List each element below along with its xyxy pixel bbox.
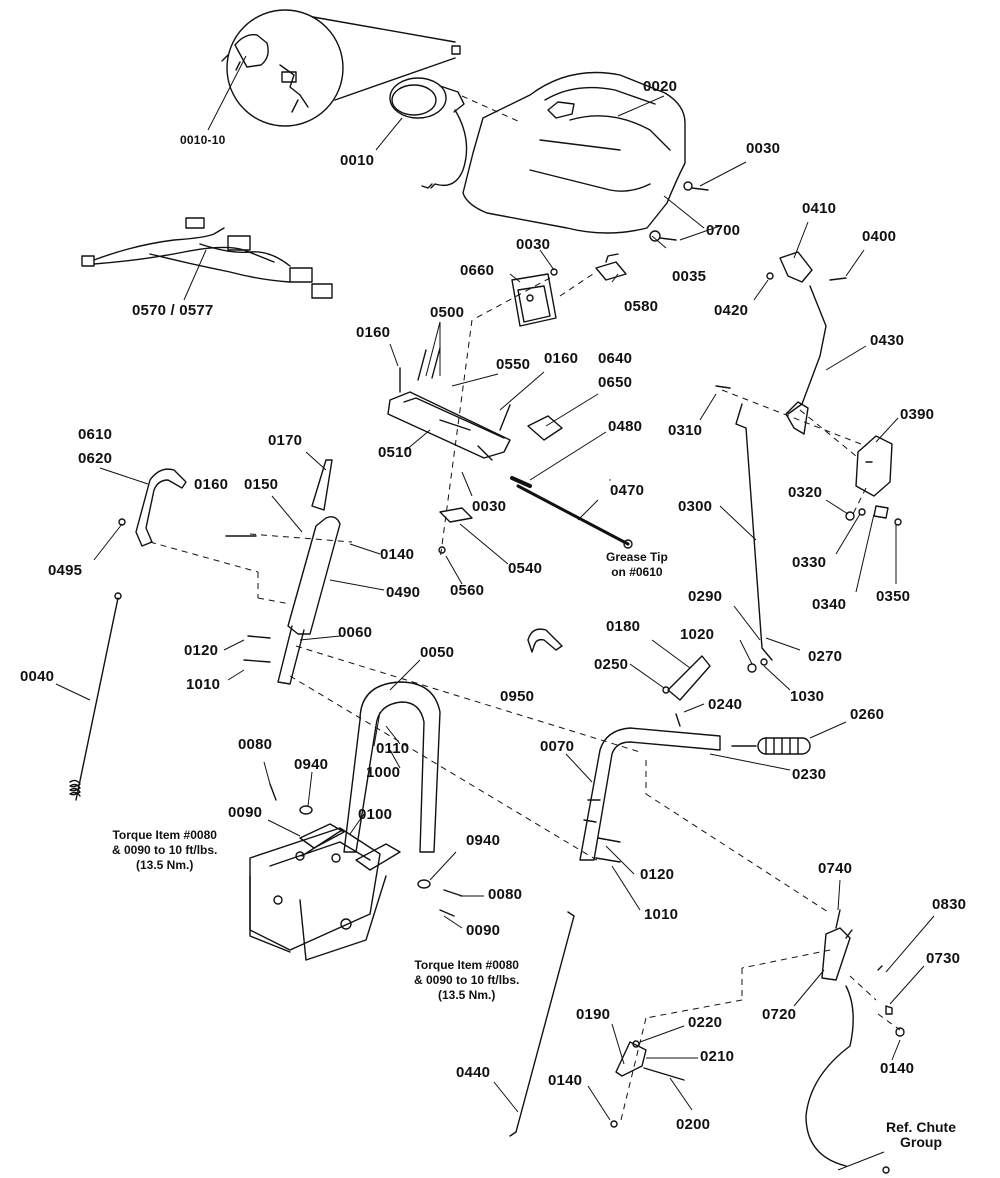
part-label: 1020 (680, 626, 715, 643)
part-label: 0660 (460, 262, 495, 279)
part-label: 0260 (850, 706, 885, 723)
part-label: 0140 (548, 1072, 583, 1089)
part-label: 0740 (818, 860, 853, 877)
part-label: 0080 (238, 736, 273, 753)
wiring-harness (81, 217, 333, 299)
part-label: 0200 (676, 1116, 711, 1133)
part-label: 0940 (294, 756, 329, 773)
part-label: 0650 (598, 374, 633, 391)
part-label: 0390 (900, 406, 935, 423)
part-label: 0490 (386, 584, 421, 601)
part-label: 0030 (472, 498, 507, 515)
part-label: 0540 (508, 560, 543, 577)
part-label: 0230 (792, 766, 827, 783)
part-label: 1010 (644, 906, 679, 923)
headlight-detail-inset (221, 9, 461, 127)
part-label: 0170 (268, 432, 303, 449)
part-label: 0400 (862, 228, 897, 245)
part-label: 0010-10 (180, 133, 226, 147)
part-label: 0190 (576, 1006, 611, 1023)
part-label: 0080 (488, 886, 523, 903)
ref-chute-group-note: Ref. Chute Group (886, 1119, 956, 1150)
part-label: 0160 (544, 350, 579, 367)
part-label: 0495 (48, 562, 83, 579)
part-label: 0330 (792, 554, 827, 571)
part-label: 0180 (606, 618, 641, 635)
part-label: 0560 (450, 582, 485, 599)
part-label: 0140 (880, 1060, 915, 1077)
part-label: 0500 (430, 304, 465, 321)
lower-rod (509, 911, 575, 1137)
right-handle (579, 727, 721, 863)
part-label: 0040 (20, 668, 55, 685)
part-label: 0120 (184, 642, 219, 659)
part-label: 0470 (610, 482, 645, 499)
part-label: 0350 (876, 588, 911, 605)
spring-cable (69, 592, 122, 801)
part-label: 0140 (380, 546, 415, 563)
chute-bracket (118, 468, 187, 547)
part-label: 0720 (762, 1006, 797, 1023)
part-label: 0150 (244, 476, 279, 493)
part-label: 0060 (338, 624, 373, 641)
part-label: 0070 (540, 738, 575, 755)
part-label: 0270 (808, 648, 843, 665)
handle-mount-plates (249, 823, 401, 961)
part-label: 0160 (356, 324, 391, 341)
part-label: 0240 (708, 696, 743, 713)
part-label: 0160 (194, 476, 229, 493)
part-label: 0320 (788, 484, 823, 501)
part-label: 0010 (340, 152, 375, 169)
part-label: 0420 (714, 302, 749, 319)
part-label: 0480 (608, 418, 643, 435)
part-label: 0310 (668, 422, 703, 439)
part-label: 0290 (688, 588, 723, 605)
part-label: 0050 (420, 644, 455, 661)
part-label: 0120 (640, 866, 675, 883)
lever-assembly (766, 251, 893, 497)
part-label: 0570 / 0577 (132, 302, 214, 319)
part-label: 0030 (746, 140, 781, 157)
part-label: 0110 (376, 740, 410, 757)
part-label: 0430 (870, 332, 905, 349)
part-label: 0940 (466, 832, 501, 849)
part-label: 0410 (802, 200, 837, 217)
headlight-assembly (389, 77, 468, 189)
control-panel-bracket (387, 347, 563, 461)
left-upper-handle (277, 459, 611, 685)
part-label: 1000 (366, 764, 401, 781)
part-label: 0510 (378, 444, 413, 461)
part-label: 0220 (688, 1014, 723, 1031)
part-label: 0035 (672, 268, 707, 285)
handle-grip (731, 737, 811, 755)
console-panel (462, 71, 686, 234)
part-label: 0550 (496, 356, 531, 373)
part-label: 0610 (78, 426, 113, 443)
part-label: 1030 (790, 688, 825, 705)
part-label: 0090 (228, 804, 263, 821)
part-label: 0340 (812, 596, 847, 613)
part-label: 0300 (678, 498, 713, 515)
part-label: 0210 (700, 1048, 735, 1065)
light-bracket (511, 253, 627, 327)
part-label: 0830 (932, 896, 967, 913)
part-label: 1010 (186, 676, 221, 693)
part-label: 0250 (594, 656, 629, 673)
grease-tip-note: Grease Tip on #0610 (606, 550, 668, 579)
part-label: 0100 (358, 806, 393, 823)
part-label: 0090 (466, 922, 501, 939)
part-label: 0030 (516, 236, 551, 253)
part-label: 0440 (456, 1064, 491, 1081)
part-label: 0620 (78, 450, 113, 467)
part-label: 0580 (624, 298, 659, 315)
part-label: 0640 (598, 350, 633, 367)
part-label: 0700 (706, 222, 741, 239)
torque-note-right: Torque Item #0080 & 0090 to 10 ft/lbs. (… (414, 958, 520, 1002)
part-label: 0020 (643, 78, 678, 95)
torque-note-left: Torque Item #0080 & 0090 to 10 ft/lbs. (… (112, 828, 218, 872)
chute-control (805, 909, 905, 1174)
part-label: 0730 (926, 950, 961, 967)
part-label: 0950 (500, 688, 535, 705)
